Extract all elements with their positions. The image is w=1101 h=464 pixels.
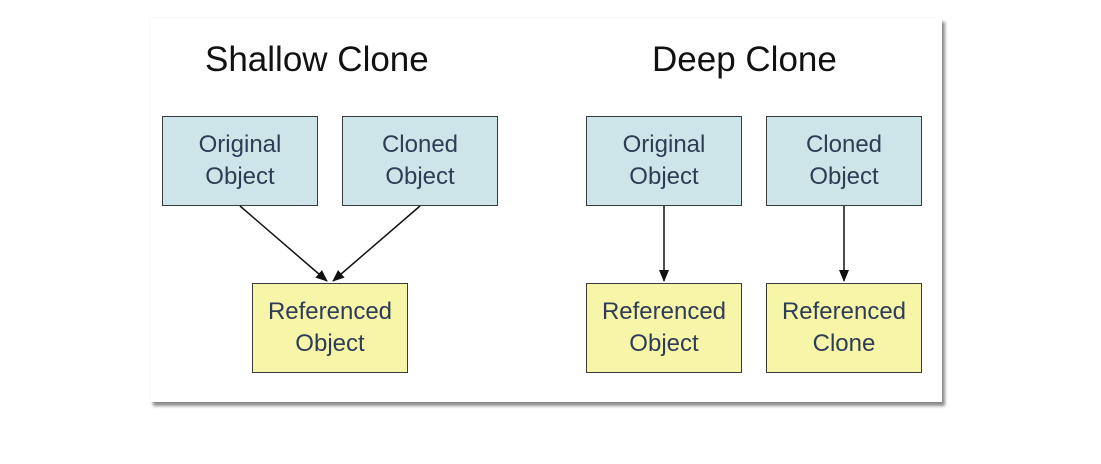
deep-clone-title: Deep Clone <box>652 40 837 79</box>
deep-cloned-object-box: Cloned Object <box>766 116 922 206</box>
shallow-original-object-box: Original Object <box>162 116 318 206</box>
deep-original-object-box: Original Object <box>586 116 742 206</box>
deep-referenced-object-box: Referenced Object <box>586 283 742 373</box>
shallow-referenced-object-box: Referenced Object <box>252 283 408 373</box>
shallow-clone-title: Shallow Clone <box>205 40 429 79</box>
shallow-cloned-object-box: Cloned Object <box>342 116 498 206</box>
shallow-cloned-to-referenced-arrow <box>332 205 421 282</box>
deep-referenced-clone-box: Referenced Clone <box>766 283 922 373</box>
shallow-original-to-referenced-arrow <box>239 205 328 282</box>
